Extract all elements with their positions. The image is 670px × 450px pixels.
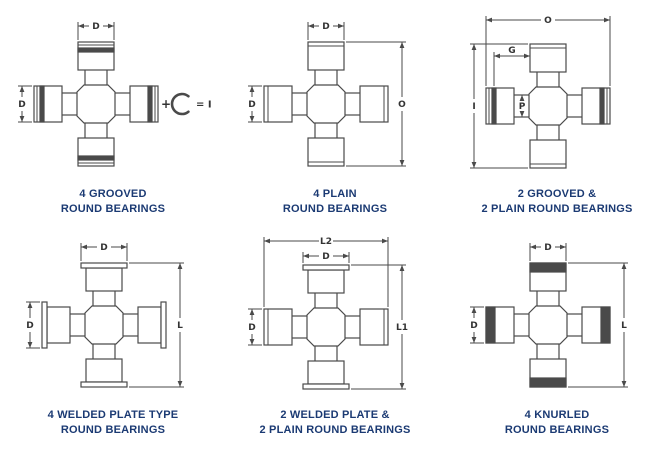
- dim-label: P: [519, 102, 526, 112]
- cross-diagram-4-grooved: D D + = I: [18, 22, 212, 167]
- cup-r: [359, 308, 389, 346]
- caption-4-knurled: 4 KNURLED ROUND BEARINGS: [505, 408, 609, 438]
- cup-b: [302, 360, 350, 390]
- cup-t: [529, 262, 567, 292]
- caption-line-2: ROUND BEARINGS: [504, 423, 610, 436]
- caption-4-grooved: 4 GROOVED ROUND BEARINGS: [61, 187, 165, 217]
- dim-label: O: [398, 100, 406, 110]
- cross-diagram-4-welded-plate: D D L: [26, 243, 184, 388]
- cup-r: [581, 87, 611, 125]
- caption-line-1: 2 GROOVED &: [517, 188, 597, 200]
- dim-label: D: [322, 22, 329, 32]
- cup-l: [33, 85, 63, 123]
- caption-line-1: 2 WELDED PLATE &: [280, 409, 390, 421]
- dim-label: D: [470, 321, 477, 331]
- dim-label: D: [100, 243, 107, 253]
- caption-4-plain: 4 PLAIN ROUND BEARINGS: [283, 187, 387, 217]
- dim-label: I: [472, 102, 475, 112]
- dim-label: L: [621, 321, 627, 331]
- cup-b: [529, 358, 567, 388]
- cup-b: [307, 137, 345, 167]
- caption-line-1: 4 GROOVED: [79, 188, 147, 200]
- cup-t: [77, 41, 115, 71]
- cup-l: [41, 301, 71, 349]
- cup-l: [263, 308, 293, 346]
- panel-4-knurled-round-bearings: D D L 4 KNURLED ROUND BEARINGS: [446, 227, 668, 448]
- cross-diagram-2-welded-2-plain: L2D D L1: [248, 237, 408, 390]
- cup-r: [359, 85, 389, 123]
- dim-label: D: [26, 321, 33, 331]
- cup-r: [581, 306, 611, 344]
- caption-line-1: 4 PLAIN: [313, 188, 357, 200]
- dim-label: D: [248, 323, 255, 333]
- dim-label: D: [248, 100, 255, 110]
- caption-2-welded-2-plain: 2 WELDED PLATE & 2 PLAIN ROUND BEARINGS: [259, 408, 410, 438]
- dim-label: O: [544, 16, 552, 26]
- cup-b: [80, 358, 128, 388]
- cup-b: [529, 139, 567, 169]
- cross-diagram-2-grooved-2-plain: O G I P: [470, 16, 611, 169]
- snap-ring-icon: [170, 92, 190, 116]
- dim-label: G: [508, 46, 515, 56]
- cup-l: [263, 85, 293, 123]
- dim-label: L1: [396, 323, 408, 333]
- dim-label: = I: [196, 100, 212, 111]
- dim-label: D: [92, 22, 99, 32]
- cup-r: [137, 301, 167, 349]
- cup-r: [129, 85, 159, 123]
- dim-label: L2: [320, 237, 332, 247]
- caption-line-2: 2 PLAIN ROUND BEARINGS: [259, 423, 411, 436]
- dim-label: D: [322, 252, 329, 262]
- panel-2-grooved-2-plain-round-bearings: O G I P 2 GROOVED & 2 PLAIN ROUND BEARINGS: [446, 6, 668, 227]
- cross-diagram-4-plain: D D O: [248, 22, 406, 167]
- caption-line-1: 4 KNURLED: [524, 409, 590, 421]
- caption-2-grooved-2-plain: 2 GROOVED & 2 PLAIN ROUND BEARINGS: [481, 187, 632, 217]
- dim-label: D: [544, 243, 551, 253]
- diagram-grid: D D + = I 4 GROOVED ROUND BEARINGS D D O 4 PL…: [2, 6, 668, 448]
- cup-t: [80, 262, 128, 292]
- caption-line-1: 4 WELDED PLATE TYPE: [47, 409, 179, 421]
- panel-4-welded-plate-round-bearings: D D L 4 WELDED PLATE TYPE ROUND BEARINGS: [2, 227, 224, 448]
- panel-4-plain-round-bearings: D D O 4 PLAIN ROUND BEARINGS: [224, 6, 446, 227]
- caption-4-welded-plate: 4 WELDED PLATE TYPE ROUND BEARINGS: [48, 408, 179, 438]
- dim-label: L: [177, 321, 183, 331]
- cross-diagram-4-knurled: D D L: [470, 243, 628, 388]
- cup-l: [485, 87, 515, 125]
- cup-t: [307, 41, 345, 71]
- caption-line-2: 2 PLAIN ROUND BEARINGS: [481, 202, 633, 215]
- cup-l: [485, 306, 515, 344]
- caption-line-2: ROUND BEARINGS: [282, 202, 388, 215]
- cup-t: [529, 43, 567, 73]
- caption-line-2: ROUND BEARINGS: [60, 202, 166, 215]
- cup-t: [302, 264, 350, 294]
- panel-4-grooved-round-bearings: D D + = I 4 GROOVED ROUND BEARINGS: [2, 6, 224, 227]
- dim-label: D: [18, 100, 25, 110]
- dim-label: +: [161, 97, 171, 111]
- cup-b: [77, 137, 115, 167]
- caption-line-2: ROUND BEARINGS: [60, 423, 166, 436]
